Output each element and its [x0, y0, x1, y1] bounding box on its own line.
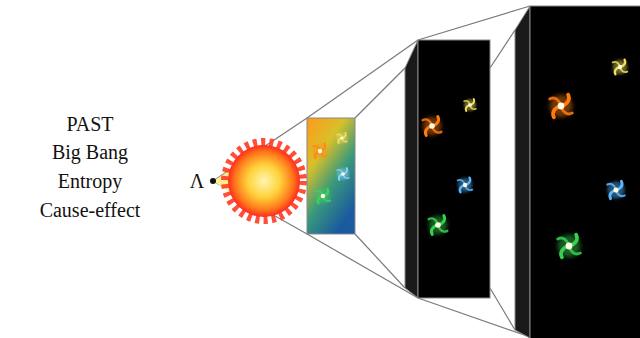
era-label: Big Bang: [52, 140, 128, 164]
era-label: Cause-effect: [40, 198, 141, 222]
era-label: Entropy: [58, 169, 122, 193]
lambda-symbol: Λ: [190, 169, 205, 193]
era-label: PAST: [66, 112, 113, 136]
